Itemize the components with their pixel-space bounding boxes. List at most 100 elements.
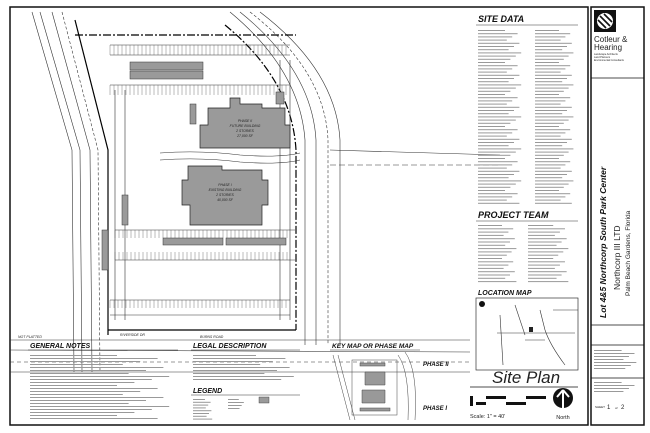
fine-print-line <box>535 122 564 124</box>
fine-print-line <box>30 385 117 386</box>
fine-print-line <box>528 225 554 226</box>
fine-print-line <box>535 68 566 70</box>
north-label: North <box>556 415 569 421</box>
fine-print-line <box>30 409 152 410</box>
fine-print-line <box>478 33 518 35</box>
fine-print-line <box>535 106 572 108</box>
fine-print-line <box>528 248 569 250</box>
site-plan-drawing <box>9 11 501 373</box>
project-team-title: PROJECT TEAM <box>478 210 549 220</box>
fine-print-line <box>193 399 205 400</box>
fine-print-line <box>193 358 286 359</box>
fine-print-line <box>535 74 572 76</box>
fine-print-line <box>535 196 566 198</box>
fine-print-line <box>193 355 256 356</box>
fine-print-line <box>30 400 146 401</box>
fine-print-line <box>478 71 507 73</box>
fine-print-line <box>478 274 510 276</box>
fine-print-line <box>478 183 516 185</box>
fine-print-line <box>528 277 557 279</box>
fine-print-line <box>528 267 555 269</box>
client-name: Northcorp III LTD <box>612 225 622 290</box>
building-label: EXISTING BUILDING <box>209 188 242 192</box>
fine-print-line <box>535 78 567 79</box>
building-label: FUTURE BUILDING <box>230 124 261 128</box>
fine-print-line <box>30 379 152 380</box>
fine-print-line <box>30 370 146 371</box>
fine-print-line <box>30 376 170 377</box>
fine-print-line <box>535 119 569 121</box>
fine-print-line <box>30 388 158 389</box>
scale-bar <box>470 396 546 406</box>
fine-print-line <box>594 388 629 389</box>
fine-print-line <box>193 418 213 420</box>
fine-print-line <box>478 190 505 191</box>
fine-print-line <box>535 167 561 169</box>
fine-print-line <box>30 361 141 362</box>
firm-service: Landscape Architects <box>594 53 619 56</box>
fine-print-line <box>30 355 117 356</box>
fine-print-line <box>535 135 561 137</box>
fine-print-line <box>535 55 569 57</box>
fine-print-line <box>535 174 567 175</box>
project-name: Lot 4&5 Northcorp South Park Center <box>598 166 608 318</box>
fine-print-line <box>478 174 514 175</box>
riverside-dr-label: RIVERSIDE DR <box>120 333 145 337</box>
fine-print-line <box>535 177 563 179</box>
fine-print-line <box>478 129 518 131</box>
site-data-title: SITE DATA <box>478 14 524 24</box>
building-label: 27,000 SF <box>236 134 254 138</box>
fine-print-line <box>528 241 562 243</box>
fine-print-line <box>193 407 206 409</box>
fine-print-line <box>478 87 516 89</box>
fine-print-line <box>478 30 505 31</box>
fine-print-line <box>535 81 563 83</box>
fine-print-line <box>193 401 211 403</box>
fine-print-line <box>478 110 514 111</box>
fine-print-line <box>228 405 242 406</box>
fine-print-line <box>478 258 502 259</box>
fine-print-line <box>528 274 562 276</box>
fine-print-line <box>478 167 507 169</box>
fine-print-line <box>478 46 514 47</box>
fine-print-line <box>30 394 123 395</box>
fine-print-line <box>594 362 637 363</box>
fine-print-line <box>594 368 626 369</box>
sheet-total: 2 <box>621 405 625 411</box>
fine-print-line <box>478 238 515 240</box>
fine-print-line <box>535 151 569 153</box>
site-location-marker <box>529 327 533 332</box>
fine-print-line <box>528 258 554 259</box>
fine-print-line <box>478 261 514 263</box>
fine-print-line <box>535 142 567 143</box>
phase-1-label: PHASE I <box>423 406 447 412</box>
fine-print-line <box>478 145 509 147</box>
sheet-border <box>9 6 589 426</box>
fine-print-line <box>535 49 563 51</box>
fine-print-line <box>30 364 123 365</box>
fine-print-line <box>594 365 631 366</box>
project-location: Palm Beach Gardens, Florida <box>625 210 632 296</box>
legend-entries <box>193 399 244 420</box>
fine-print-line <box>478 158 505 159</box>
fine-print-line <box>478 231 509 233</box>
legal-description-title: LEGAL DESCRIPTION <box>193 343 267 350</box>
fine-print-line <box>478 193 518 195</box>
fine-print-line <box>30 406 170 407</box>
fine-print-line <box>528 281 569 283</box>
fine-print-line <box>535 42 572 44</box>
fine-print-line <box>30 373 129 374</box>
fine-print-line <box>30 391 141 392</box>
fine-print-line <box>535 30 559 31</box>
fine-print-line <box>594 382 622 383</box>
fine-print-line <box>30 367 164 368</box>
fine-print-line <box>594 359 624 360</box>
fine-print-line <box>535 199 561 201</box>
fine-print-line <box>478 177 509 179</box>
fine-print-line <box>478 68 513 70</box>
fine-print-line <box>478 113 509 115</box>
fine-print-line <box>535 158 559 159</box>
fine-print-line <box>535 36 566 38</box>
fine-print-line <box>535 170 572 172</box>
fine-print-line <box>478 84 522 86</box>
